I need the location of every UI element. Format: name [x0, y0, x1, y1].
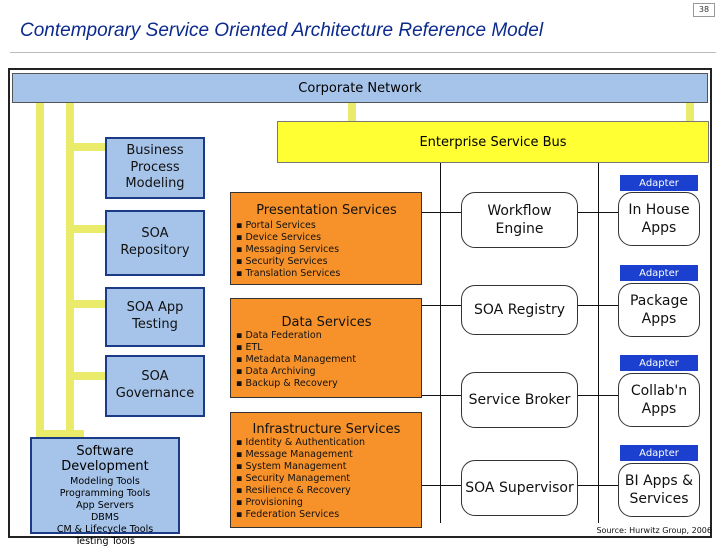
- workflow-engine-label: Workflow Engine: [487, 202, 552, 237]
- connector-line: [578, 305, 618, 306]
- business-process-modeling-label: Business Process Modeling: [125, 142, 185, 192]
- bus-vertical: [36, 103, 44, 510]
- bus-vertical: [686, 103, 694, 121]
- soa-repository-box: SOA Repository: [105, 210, 205, 276]
- adapter-badge: Adapter: [620, 175, 698, 191]
- bus-horizontal: [66, 300, 108, 308]
- bus-horizontal: [66, 143, 108, 151]
- enterprise-service-bus: Enterprise Service Bus: [277, 121, 709, 163]
- connector-line: [578, 485, 618, 486]
- connector-line: [440, 163, 441, 523]
- connector-line: [421, 305, 461, 306]
- connector-line: [578, 395, 618, 396]
- connector-line: [421, 212, 461, 213]
- adapter-label: Adapter: [639, 177, 679, 189]
- data-service-item: Data Archiving: [236, 366, 417, 378]
- soa-app-testing-box: SOA App Testing: [105, 287, 205, 347]
- software-development-item: Modeling Tools: [70, 476, 140, 487]
- presentation-service-item: Portal Services: [236, 220, 417, 232]
- data-service-item: Metadata Management: [236, 354, 417, 366]
- bus-vertical: [348, 103, 356, 121]
- soa-governance-box: SOA Governance: [105, 355, 205, 417]
- software-development-item: Programming Tools: [59, 488, 151, 499]
- data-services-title: Data Services: [281, 315, 372, 330]
- soa-governance-label: SOA Governance: [115, 369, 195, 401]
- bus-horizontal: [66, 225, 108, 233]
- soa-supervisor-label: SOA Supervisor: [465, 479, 574, 496]
- source-note: Source: Hurwitz Group, 2006: [596, 526, 712, 535]
- infrastructure-service-item: Provisioning: [236, 497, 417, 509]
- service-broker-box: Service Broker: [461, 372, 578, 428]
- software-development-item: CM & Lifecycle Tools: [56, 524, 154, 535]
- presentation-service-item: Device Services: [236, 232, 417, 244]
- in-house-apps-label: In House Apps: [628, 201, 690, 236]
- adapter-badge: Adapter: [620, 265, 698, 281]
- presentation-services-box: Presentation Services Portal Services De…: [230, 192, 422, 285]
- software-development-item: DBMS: [90, 512, 120, 523]
- soa-registry-label: SOA Registry: [474, 301, 565, 318]
- page-number: 38: [693, 3, 715, 17]
- package-apps-label: Package Apps: [629, 292, 689, 327]
- infrastructure-service-item: Identity & Authentication: [236, 437, 417, 449]
- adapter-label: Adapter: [639, 357, 679, 369]
- infrastructure-service-item: Resilience & Recovery: [236, 485, 417, 497]
- connector-line: [421, 395, 461, 396]
- software-development-item: Testing Tools: [75, 536, 135, 547]
- bi-apps-box: BI Apps & Services: [618, 463, 700, 517]
- adapter-badge: Adapter: [620, 355, 698, 371]
- adapter-badge: Adapter: [620, 445, 698, 461]
- bus-vertical: [66, 103, 74, 443]
- connector-line: [578, 212, 618, 213]
- soa-app-testing-label: SOA App Testing: [126, 300, 184, 332]
- page-title: Contemporary Service Oriented Architectu…: [20, 20, 544, 41]
- business-process-modeling-box: Business Process Modeling: [105, 137, 205, 199]
- title-divider: [10, 52, 716, 53]
- bus-horizontal: [66, 372, 108, 380]
- infrastructure-service-item: System Management: [236, 461, 417, 473]
- collab-apps-label: Collab'n Apps: [630, 382, 688, 417]
- adapter-label: Adapter: [639, 447, 679, 459]
- workflow-engine-box: Workflow Engine: [461, 192, 578, 248]
- data-service-item: Backup & Recovery: [236, 378, 417, 390]
- bus-horizontal: [36, 430, 84, 438]
- data-service-item: ETL: [236, 342, 417, 354]
- infrastructure-service-item: Message Management: [236, 449, 417, 461]
- data-services-box: Data Services Data Federation ETL Metada…: [230, 298, 422, 398]
- infrastructure-services-box: Infrastructure Services Identity & Authe…: [230, 412, 422, 528]
- enterprise-service-bus-label: Enterprise Service Bus: [419, 134, 567, 150]
- infrastructure-services-title: Infrastructure Services: [252, 422, 401, 437]
- connector-line: [598, 163, 599, 523]
- presentation-service-item: Messaging Services: [236, 244, 417, 256]
- connector-line: [421, 485, 461, 486]
- presentation-service-item: Translation Services: [236, 268, 417, 280]
- software-development-item: App Servers: [76, 500, 134, 511]
- in-house-apps-box: In House Apps: [618, 192, 700, 246]
- infrastructure-service-item: Federation Services: [236, 509, 417, 521]
- presentation-service-item: Security Services: [236, 256, 417, 268]
- software-development-box: Software Development Modeling Tools Prog…: [30, 437, 180, 547]
- package-apps-box: Package Apps: [618, 283, 700, 337]
- service-broker-label: Service Broker: [468, 391, 571, 408]
- software-development-title: Software Development: [61, 444, 149, 474]
- soa-registry-box: SOA Registry: [461, 285, 578, 335]
- soa-supervisor-box: SOA Supervisor: [461, 460, 578, 516]
- adapter-label: Adapter: [639, 267, 679, 279]
- corporate-network-bar: Corporate Network: [12, 73, 708, 103]
- data-service-item: Data Federation: [236, 330, 417, 342]
- collab-apps-box: Collab'n Apps: [618, 373, 700, 427]
- bi-apps-label: BI Apps & Services: [624, 472, 694, 507]
- presentation-services-title: Presentation Services: [256, 203, 397, 218]
- soa-repository-label: SOA Repository: [120, 226, 190, 258]
- corporate-network-label: Corporate Network: [298, 80, 422, 96]
- infrastructure-service-item: Security Management: [236, 473, 417, 485]
- diagram-frame: [8, 68, 712, 538]
